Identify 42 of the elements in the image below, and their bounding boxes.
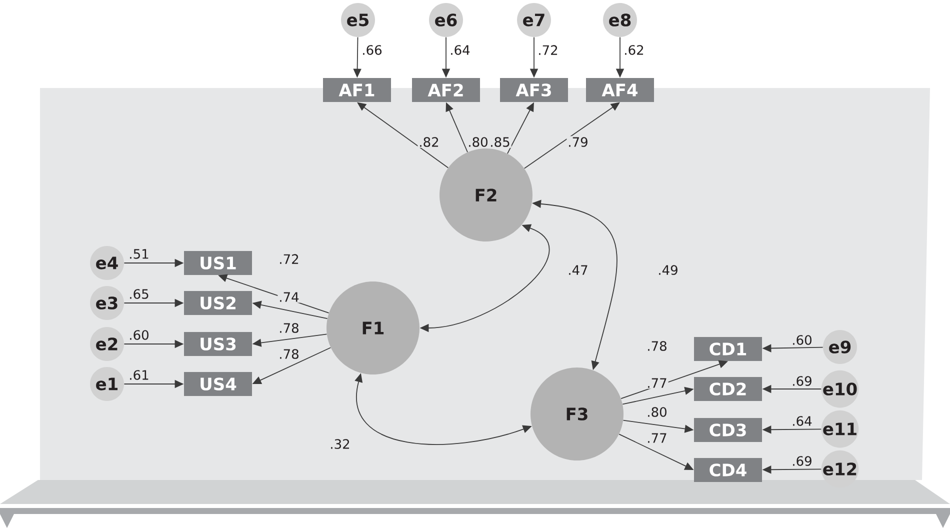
indicator-box: CD2 bbox=[694, 377, 762, 401]
arrow bbox=[357, 102, 449, 168]
indicator-box: AF1 bbox=[323, 78, 391, 102]
indicator-box: AF2 bbox=[412, 78, 480, 102]
edge-label: .49 bbox=[656, 264, 680, 276]
edge-label: .61 bbox=[128, 369, 150, 381]
indicator-box: US4 bbox=[184, 372, 252, 396]
edge-label: .77 bbox=[646, 377, 668, 389]
edge-label: .32 bbox=[328, 438, 352, 450]
edge-label: .78 bbox=[278, 348, 300, 360]
edge-label: .65 bbox=[128, 288, 150, 300]
edge-label: .85 bbox=[488, 136, 512, 148]
edge-label: .64 bbox=[448, 44, 472, 56]
edge-label: .62 bbox=[622, 44, 646, 56]
edge-label: .60 bbox=[128, 329, 150, 341]
edge-label: .77 bbox=[646, 432, 668, 444]
indicator-box: CD4 bbox=[694, 458, 762, 482]
indicator-box: CD1 bbox=[694, 337, 762, 361]
arrow bbox=[524, 102, 620, 169]
edge-label: .60 bbox=[790, 334, 814, 346]
edge-label: .80 bbox=[646, 406, 668, 418]
edge-label: .74 bbox=[278, 291, 300, 303]
edge-label: .64 bbox=[790, 415, 814, 427]
edge-label: .51 bbox=[128, 248, 150, 260]
indicator-box: AF3 bbox=[500, 78, 568, 102]
edge-label: .69 bbox=[790, 375, 814, 387]
edge-label: .79 bbox=[566, 136, 590, 148]
indicator-box: AF4 bbox=[586, 78, 654, 102]
edge-label: .78 bbox=[646, 340, 668, 352]
edge-label: .82 bbox=[418, 136, 440, 148]
node-label: e12 bbox=[823, 462, 856, 476]
edge-label: .78 bbox=[278, 322, 300, 334]
indicator-box: CD3 bbox=[694, 418, 762, 442]
edge-label: .66 bbox=[360, 44, 384, 56]
indicator-box: US3 bbox=[184, 332, 252, 356]
edge-label: .80 bbox=[466, 136, 490, 148]
edge-label: .69 bbox=[790, 455, 814, 467]
indicator-box: US2 bbox=[184, 291, 252, 315]
indicator-box: US1 bbox=[184, 251, 252, 275]
edge-label: .47 bbox=[566, 264, 590, 276]
edge-label: .72 bbox=[536, 44, 560, 56]
edge-label: .72 bbox=[278, 253, 300, 265]
